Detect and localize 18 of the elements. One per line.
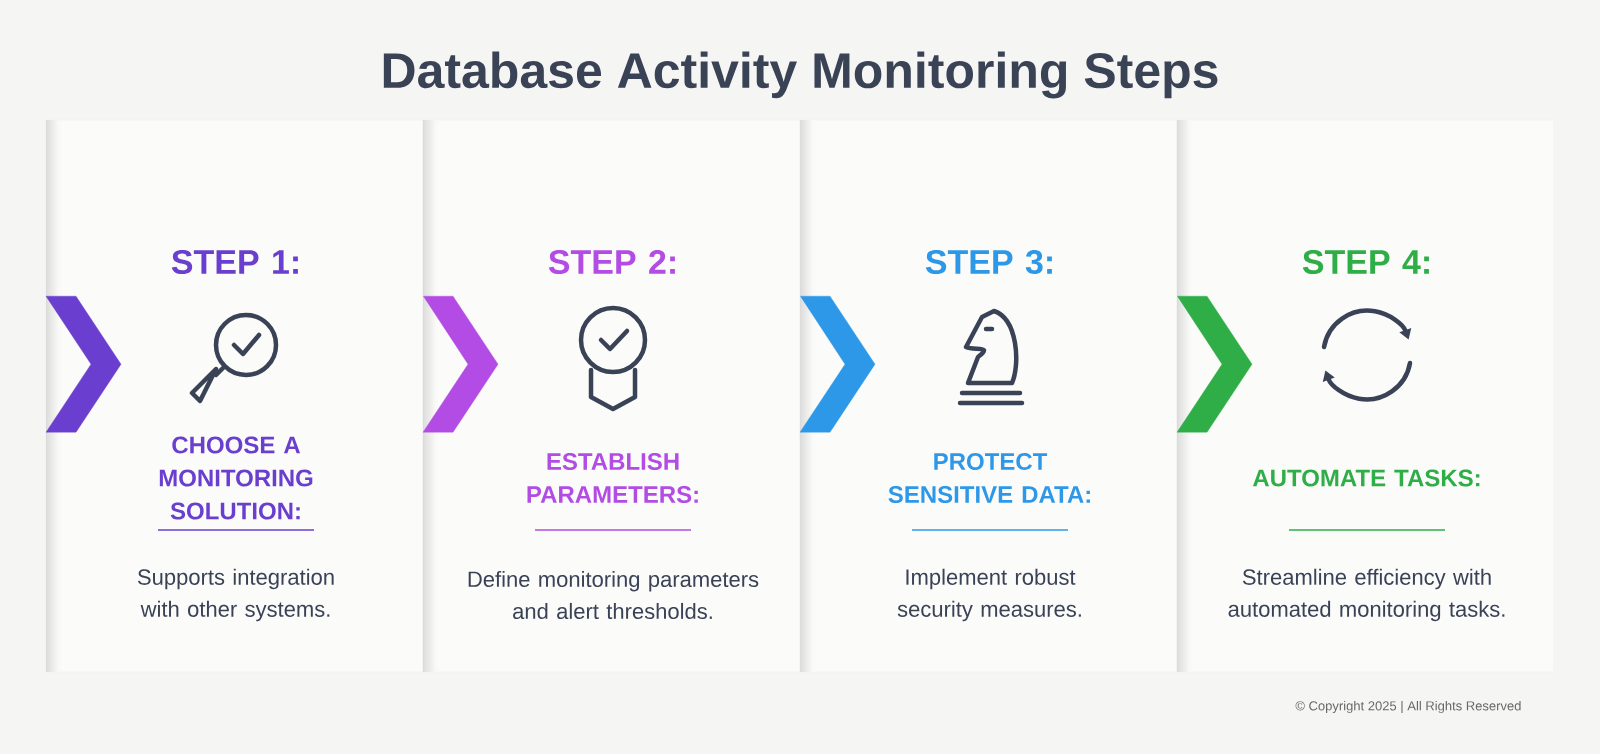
step-title: PROTECT SENSITIVE DATA: <box>888 453 1090 503</box>
chevron-arrow <box>45 296 122 433</box>
step-description: Implement robust security measures. <box>897 568 1081 622</box>
chevron-arrow <box>799 296 876 433</box>
title: Database Activity Monitoring Steps <box>383 51 1218 99</box>
chevron-arrow <box>1176 296 1253 433</box>
step-title: AUTOMATE TASKS: <box>1252 469 1480 487</box>
step-heading: STEP 1: <box>171 249 298 275</box>
step-title: ESTABLISH PARAMETERS: <box>527 453 698 503</box>
step-heading: STEP 4: <box>1302 249 1429 275</box>
step-description: Streamline efficiency with automated monitoring tasks. <box>1228 568 1505 622</box>
step-heading: STEP 2: <box>548 249 675 275</box>
step-description: Define monitoring parameters and alert thresholds. <box>468 570 759 620</box>
chevron-arrow <box>422 296 499 433</box>
copyright-note: © Copyright 2025 | All Rights Reserved <box>1295 700 1521 714</box>
step-description: Supports integration with other systems. <box>137 568 334 622</box>
step-heading: STEP 3: <box>925 249 1052 275</box>
step-title: CHOOSE A MONITORING SOLUTION: <box>159 436 313 520</box>
